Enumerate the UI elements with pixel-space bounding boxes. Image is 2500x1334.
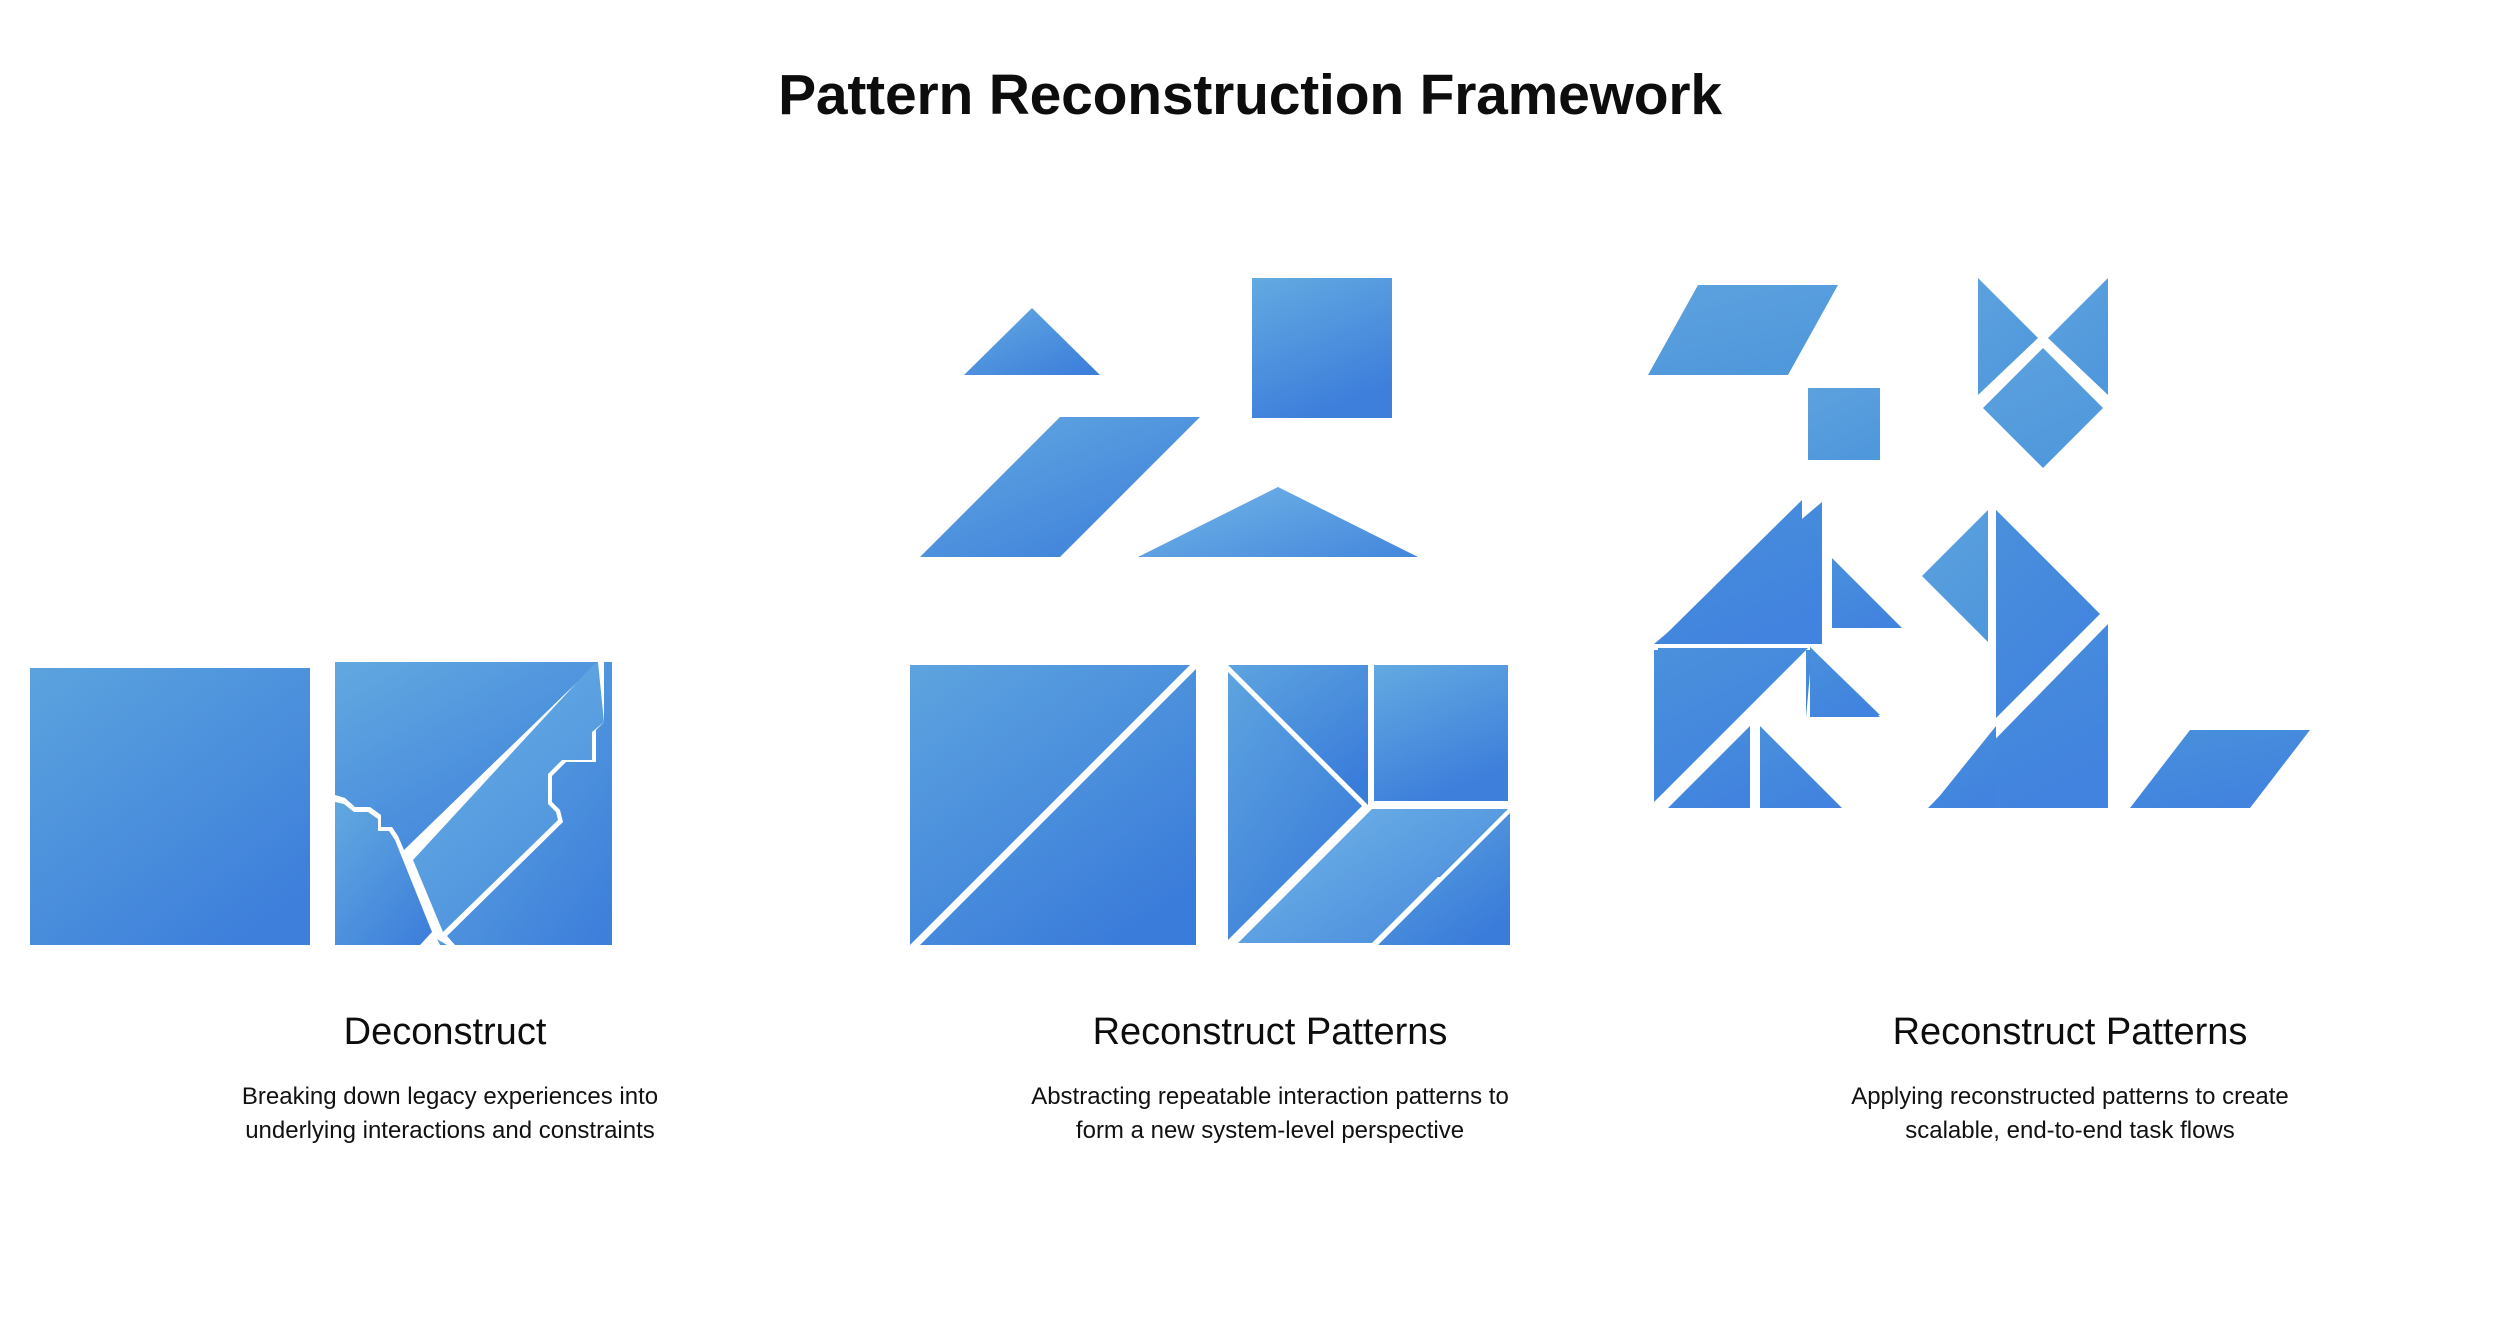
illustration-reconstruct-apply bbox=[1640, 210, 2500, 1010]
figure-right-head-diamond bbox=[1983, 348, 2103, 468]
assembled-right-bottom-triangle bbox=[1378, 813, 1510, 945]
scattered-small-triangle bbox=[964, 308, 1100, 375]
figure-right-foot-triangle bbox=[1930, 726, 1996, 808]
figure-left-foot-triangle-b bbox=[1760, 726, 1842, 808]
assembled-left-upper-triangle bbox=[910, 665, 1190, 945]
deconstruct-svg bbox=[30, 662, 612, 945]
columns-container: Deconstruct Breaking down legacy experie… bbox=[0, 210, 2500, 1260]
caption-reconstruct-abstract: Reconstruct Patterns Abstracting repeata… bbox=[900, 1010, 1640, 1148]
assembled-right-parallelogram-main bbox=[1238, 809, 1506, 943]
scattered-parallelogram bbox=[920, 417, 1200, 557]
figure-right-ear-left bbox=[1978, 278, 2038, 395]
figure-left-hind-triangle bbox=[1658, 648, 1808, 798]
figure-left-arm-triangle bbox=[1810, 647, 1880, 717]
figure-left-tail-triangle bbox=[1832, 558, 1902, 628]
scattered-big-triangle bbox=[1138, 487, 1418, 557]
figure-right-ear-right bbox=[2048, 278, 2108, 395]
crack-fragment-lower-left bbox=[335, 802, 432, 945]
column-reconstruct-abstract: Reconstruct Patterns Abstracting repeata… bbox=[900, 210, 1640, 1260]
figure-left-ear-parallelogram bbox=[1648, 285, 1838, 375]
reconstruct-abstract-svg bbox=[910, 278, 1510, 945]
assembled-right-square bbox=[1374, 665, 1508, 801]
reconstruct-apply-svg bbox=[1648, 278, 2310, 808]
tangram-figure-left bbox=[1648, 285, 1902, 808]
page-title: Pattern Reconstruction Framework bbox=[778, 63, 1722, 127]
caption-reconstruct-apply: Reconstruct Patterns Applying reconstruc… bbox=[1640, 1010, 2500, 1148]
caption-title-reconstruct-abstract: Reconstruct Patterns bbox=[1092, 1011, 1448, 1053]
tangram-figure-right bbox=[1922, 278, 2310, 808]
caption-desc-deconstruct: Breaking down legacy experiences into un… bbox=[241, 1082, 659, 1144]
figure-right-paw-triangle bbox=[1922, 510, 1988, 642]
assembled-right-big-triangle-top bbox=[1228, 665, 1368, 805]
column-deconstruct: Deconstruct Breaking down legacy experie… bbox=[0, 210, 900, 1260]
figure-left-square bbox=[1808, 388, 1880, 460]
crack-fragment-middle bbox=[413, 662, 604, 932]
caption-title-deconstruct: Deconstruct bbox=[343, 1011, 547, 1053]
figure-left-foot-triangle-a bbox=[1668, 726, 1750, 808]
figure-right-body-triangle bbox=[1996, 510, 2100, 718]
figure-left-main-body bbox=[1654, 502, 1822, 644]
illustration-deconstruct bbox=[0, 210, 900, 1010]
caption-deconstruct: Deconstruct Breaking down legacy experie… bbox=[0, 1010, 900, 1148]
scattered-square bbox=[1252, 278, 1392, 418]
crack-fragment-right bbox=[447, 662, 612, 945]
caption-title-reconstruct-apply: Reconstruct Patterns bbox=[1892, 1011, 2248, 1053]
crack-shard bbox=[437, 939, 447, 945]
illustration-reconstruct-abstract bbox=[900, 210, 1640, 1010]
assembled-squares bbox=[910, 665, 1510, 945]
assembled-left-lower-triangle bbox=[920, 669, 1196, 945]
intact-square bbox=[30, 668, 310, 945]
figure-right-tail-parallelogram bbox=[2130, 730, 2310, 808]
crack-fragment-upper-left bbox=[335, 662, 598, 850]
caption-desc-reconstruct-abstract: Abstracting repeatable interaction patte… bbox=[1031, 1082, 1509, 1144]
scattered-pieces bbox=[920, 278, 1418, 557]
column-reconstruct-apply: Reconstruct Patterns Applying reconstruc… bbox=[1640, 210, 2500, 1260]
caption-desc-reconstruct-apply: Applying reconstructed patterns to creat… bbox=[1851, 1082, 2289, 1144]
assembled-right-big-triangle-left bbox=[1228, 672, 1362, 940]
cracked-square bbox=[335, 662, 612, 945]
